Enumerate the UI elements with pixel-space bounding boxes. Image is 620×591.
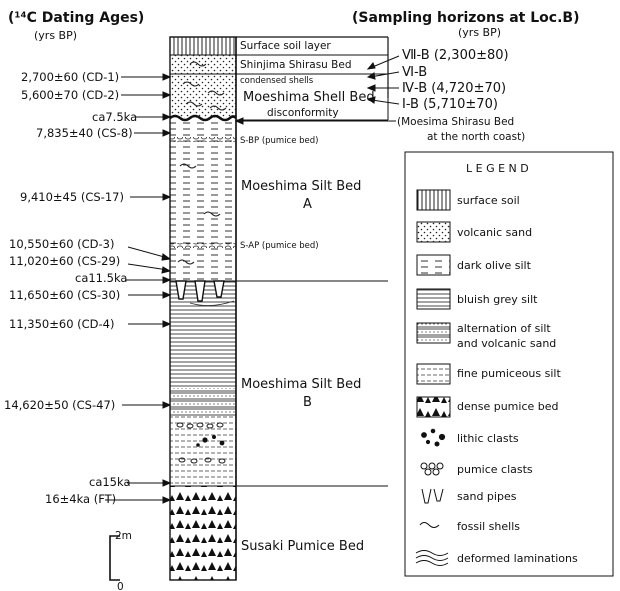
legend-title: L E G E N D <box>466 162 529 175</box>
unit-surface-soil: Surface soil layer <box>240 40 331 52</box>
age-cs-30: 11,650±60 (CS-30) <box>9 288 120 302</box>
legend-deformed-laminations: deformed laminations <box>457 552 578 565</box>
unit-sap: S-AP (pumice bed) <box>240 241 319 251</box>
scale-top-label: 2m <box>115 530 132 542</box>
age-cs-47: 14,620±50 (CS-47) <box>4 398 115 412</box>
unit-disconformity: disconformity <box>267 107 339 119</box>
age-cs-29: 11,020±60 (CS-29) <box>9 254 120 268</box>
age-ca15: ca15ka <box>89 475 131 489</box>
unit-silt-b-letter: B <box>303 395 312 410</box>
age-ft: 16±4ka (FT) <box>45 492 116 506</box>
legend-alternation-2: and volcanic sand <box>457 337 556 350</box>
unit-shinjima: Shinjima Shirasu Bed <box>240 59 352 71</box>
legend-surface-soil: surface soil <box>457 194 520 207</box>
unit-susaki: Susaki Pumice Bed <box>241 539 364 554</box>
horizon-iv-b: Ⅳ-B (4,720±70) <box>402 81 506 96</box>
age-cs-17: 9,410±45 (CS-17) <box>20 190 124 204</box>
right-subtitle: (yrs BP) <box>458 26 501 39</box>
legend-volcanic-sand: volcanic sand <box>457 226 532 239</box>
age-cd-1: 2,700±60 (CD-1) <box>21 70 119 84</box>
unit-condensed-shells: condensed shells <box>240 76 314 86</box>
sampling-horizons: Ⅶ-B (2,300±80) Ⅵ-B Ⅳ-B (4,720±70) Ⅰ-B (5… <box>397 48 525 143</box>
unit-silt-a-letter: A <box>303 197 312 212</box>
legend-pumice-clasts: pumice clasts <box>457 463 533 476</box>
left-title: (¹⁴C Dating Ages) <box>8 10 144 26</box>
unit-shell-bed: Moeshima Shell Bed <box>243 90 375 105</box>
scale-bottom-label: 0 <box>117 581 124 591</box>
age-ca11-5: ca11.5ka <box>75 271 127 285</box>
legend-bluish-grey-silt: bluish grey silt <box>457 293 538 306</box>
legend-dense-pumice-bed: dense pumice bed <box>457 400 559 413</box>
age-cs-8: 7,835±40 (CS-8) <box>36 126 133 140</box>
legend-dark-olive-silt: dark olive silt <box>457 259 532 272</box>
legend-fossil-shells: fossil shells <box>457 520 520 533</box>
age-cd-2: 5,600±70 (CD-2) <box>21 88 119 102</box>
right-title: (Sampling horizons at Loc.B) <box>352 10 579 26</box>
age-cd-3: 10,550±60 (CD-3) <box>9 237 115 251</box>
legend-swatches <box>417 190 450 417</box>
horizon-note-line1: (Moesima Shirasu Bed <box>397 116 514 128</box>
horizon-vii-b: Ⅶ-B (2,300±80) <box>402 48 509 63</box>
left-subtitle: (yrs BP) <box>34 29 77 42</box>
legend-lithic-clasts: lithic clasts <box>457 432 519 445</box>
unit-silt-a-name: Moeshima Silt Bed <box>241 179 361 194</box>
dating-ages: 2,700±60 (CD-1) 5,600±70 (CD-2) ca7.5ka … <box>4 70 137 506</box>
age-cd-4: 11,350±60 (CD-4) <box>9 317 115 331</box>
legend-alternation-1: alternation of silt <box>457 322 551 335</box>
horizon-i-b: Ⅰ-B (5,710±70) <box>402 97 498 112</box>
unit-silt-b-name: Moeshima Silt Bed <box>241 377 361 392</box>
horizon-vi-b: Ⅵ-B <box>402 65 427 80</box>
age-ca7-5: ca7.5ka <box>92 110 137 124</box>
horizon-note-line2: at the north coast) <box>427 131 525 143</box>
scale-bar <box>110 536 120 580</box>
unit-sbp: S-BP (pumice bed) <box>240 136 319 146</box>
legend-sand-pipes: sand pipes <box>457 490 517 503</box>
legend-fine-pumiceous-silt: fine pumiceous silt <box>457 367 561 380</box>
